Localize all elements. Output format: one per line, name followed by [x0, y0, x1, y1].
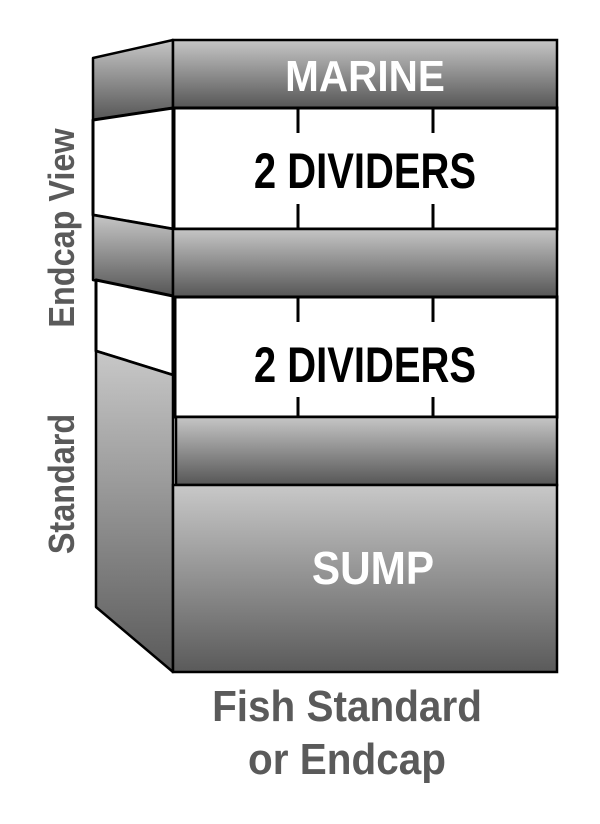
- marine-label: MARINE: [285, 51, 445, 100]
- tank-2-label: 2 DIVIDERS: [254, 337, 476, 393]
- tank-window-2: [173, 295, 559, 419]
- marine-band: [171, 38, 559, 110]
- sump-box: [171, 483, 559, 674]
- standard-label: Standard: [42, 414, 82, 554]
- side-lower-panel: [94, 349, 175, 674]
- caption-line-1: Fish Standard: [212, 681, 482, 730]
- side-window-top: [91, 106, 175, 231]
- sump-label: SUMP: [312, 543, 434, 594]
- caption-line-2: or Endcap: [248, 734, 446, 783]
- side-band-top: [91, 38, 175, 122]
- lower-band: [174, 415, 559, 487]
- dividers: [296, 108, 435, 417]
- middle-band: [171, 227, 559, 299]
- endcap-view-label: Endcap View: [42, 128, 82, 328]
- tank-1-label: 2 DIVIDERS: [254, 143, 476, 199]
- front-face: [171, 38, 559, 674]
- side-face: [91, 38, 175, 674]
